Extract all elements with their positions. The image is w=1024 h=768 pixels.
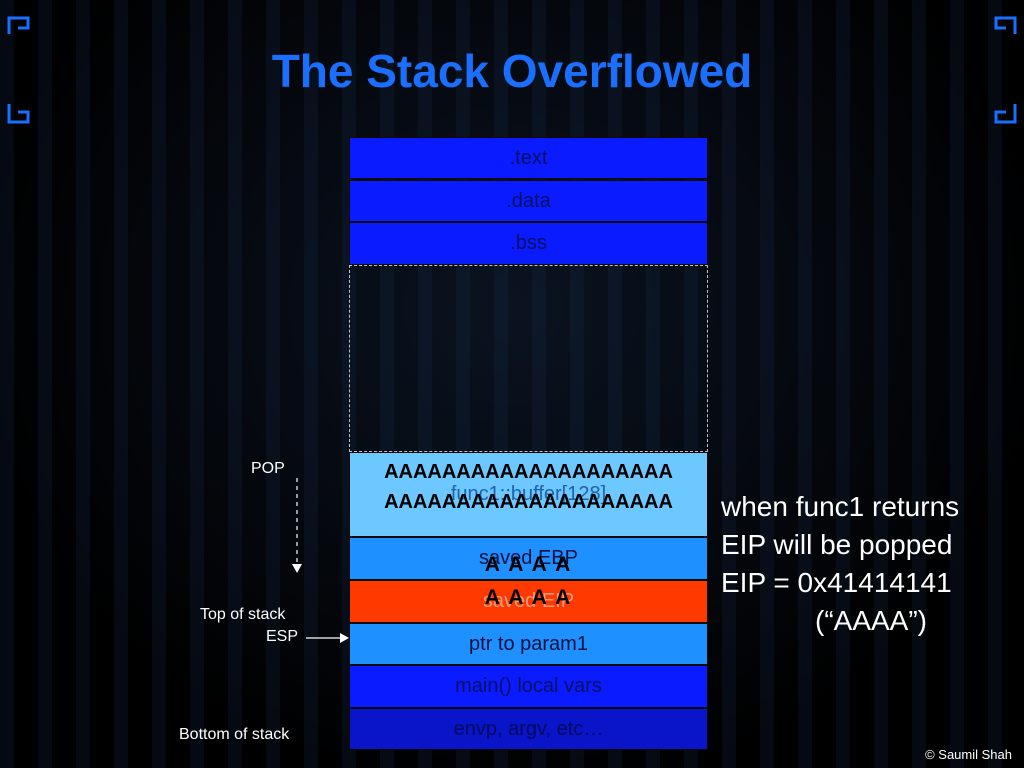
segment-data: .data — [349, 180, 708, 222]
explanation-line: (“AAAA”) — [815, 605, 927, 636]
corner-bracket-icon — [7, 16, 30, 34]
explanation-line: when func1 returns — [721, 491, 960, 522]
pop-arrow-icon — [292, 478, 302, 573]
stack-buffer: func1::buffer[128] — [349, 452, 708, 537]
overflow-data-line: AAAAAAAAAAAAAAAAAAAA — [384, 461, 673, 483]
explanation-text: when func1 returns EIP will be popped EI… — [721, 488, 959, 640]
esp-label: ESP — [266, 628, 299, 645]
corner-bracket-icon — [994, 16, 1017, 34]
explanation-line: EIP = 0x41414141 — [721, 567, 952, 598]
copyright: © Saumil Shah — [925, 747, 1012, 762]
saved-eip-overwrite: A A A A — [484, 586, 573, 609]
corner-bracket-icon — [994, 104, 1017, 124]
page-title: The Stack Overflowed — [271, 45, 753, 97]
bottom-of-stack-label: Bottom of stack — [179, 726, 290, 743]
free-memory-region — [349, 265, 708, 452]
explanation-line: EIP will be popped — [721, 529, 953, 560]
esp-arrow-icon — [306, 633, 349, 643]
stack-saved-eip: saved EIP — [349, 580, 708, 623]
overflow-data-line: AAAAAAAAAAAAAAAAAAAA — [384, 491, 673, 513]
segment-bss: .bss — [349, 222, 708, 265]
stack-main-locals: main() local vars — [349, 665, 708, 708]
pop-label: POP — [251, 460, 285, 477]
top-of-stack-label: Top of stack — [200, 606, 286, 623]
stack-saved-ebp: saved EBP — [349, 537, 708, 580]
saved-ebp-overwrite: A A A A — [484, 553, 573, 576]
stack-envp: envp, argv, etc… — [349, 708, 708, 750]
corner-bracket-icon — [7, 104, 30, 124]
stack-ptr-param: ptr to param1 — [349, 623, 708, 665]
segment-text: .text — [349, 137, 708, 179]
